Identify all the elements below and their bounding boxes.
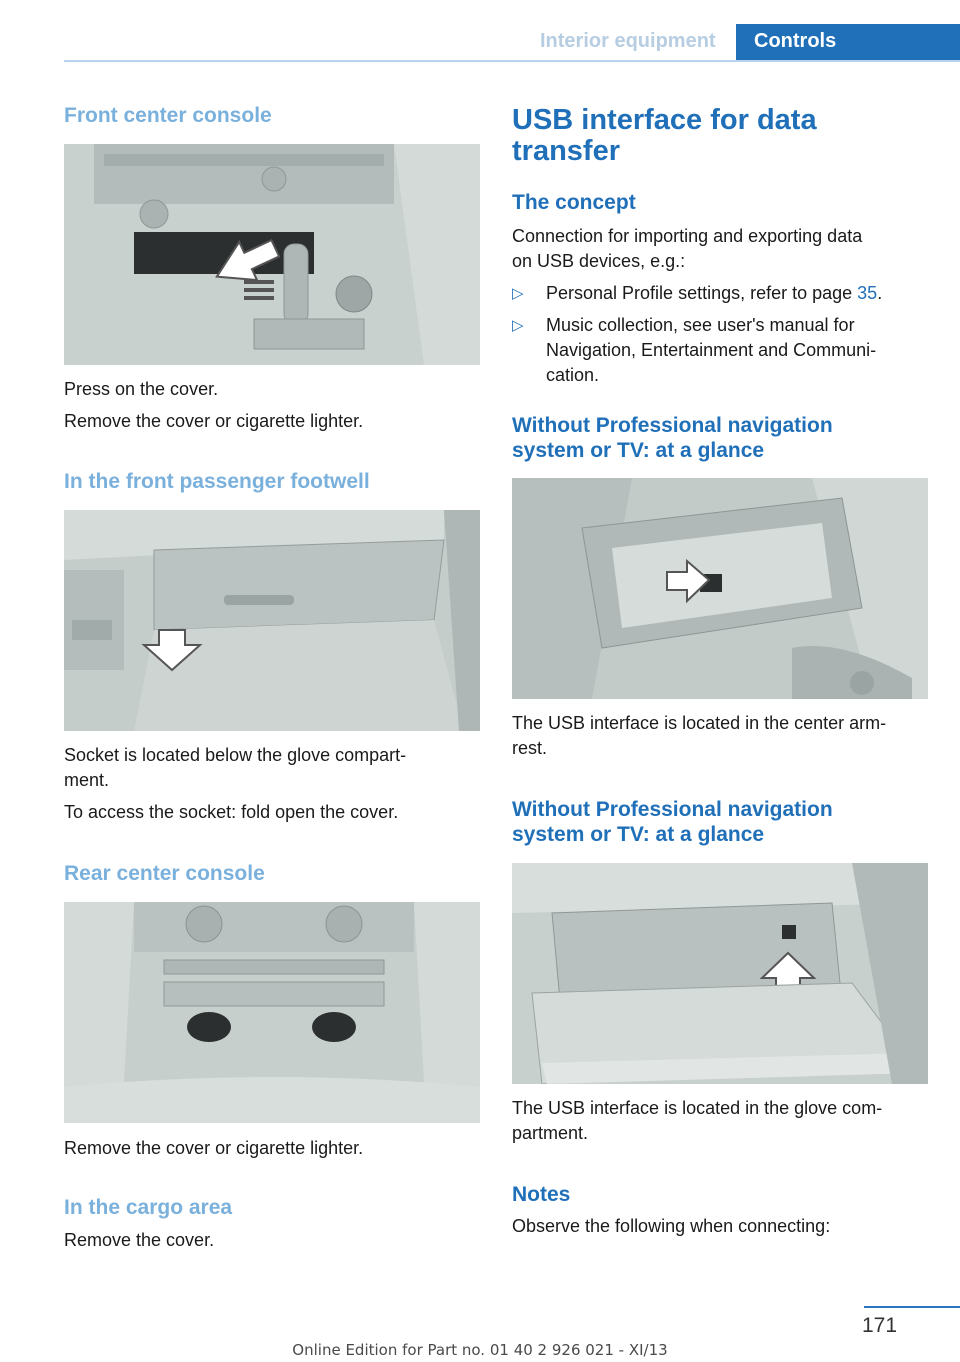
header-section-title: Interior equipment <box>540 30 716 52</box>
front-center-console-image <box>64 144 480 365</box>
passenger-footwell-text-1a: Socket is located below the glove compar… <box>64 745 407 765</box>
glance-1-heading-line-1: Without Professional navigation <box>512 414 833 437</box>
rear-center-console-heading: Rear center console <box>64 862 265 885</box>
concept-text-line-1: Connection for importing and exporting d… <box>512 226 863 246</box>
front-console-text-2: Remove the cover or cigarette lighter. <box>64 411 364 431</box>
glance-2-text-line-2: partment. <box>512 1123 589 1143</box>
notes-text: Observe the following when connecting: <box>512 1216 831 1236</box>
front-console-text-1: Press on the cover. <box>64 379 219 399</box>
page-35-link[interactable]: 35 <box>857 283 878 303</box>
notes-heading: Notes <box>512 1183 571 1206</box>
glance-2-heading-line-2: system or TV: at a glance <box>512 823 765 846</box>
rear-console-text-1: Remove the cover or cigarette lighter. <box>64 1138 364 1158</box>
center-armrest-usb-image <box>512 478 928 699</box>
usb-title-line-1: USB interface for data <box>512 104 817 136</box>
glance-1-text-line-1: The USB interface is located in the cent… <box>512 713 887 733</box>
page-number: 171 <box>862 1314 898 1337</box>
footer-rule <box>864 1306 960 1308</box>
bullet-1-end: . <box>877 283 883 303</box>
header-chapter-tab: Controls <box>736 24 960 62</box>
concept-bullet-2: ▷ Music collection, see user's manual fo… <box>512 313 928 388</box>
concept-heading: The concept <box>512 191 636 214</box>
edition-note: Online Edition for Part no. 01 40 2 926 … <box>292 1341 668 1359</box>
concept-text-line-2: on USB devices, e.g.: <box>512 251 686 271</box>
rear-center-console-image <box>64 902 480 1123</box>
bullet-2-line-3: cation. <box>546 365 600 385</box>
front-center-console-heading: Front center console <box>64 104 272 127</box>
passenger-footwell-heading: In the front passenger footwell <box>64 470 370 493</box>
glance-1-text-line-2: rest. <box>512 738 548 758</box>
bullet-1-text: Personal Profile settings, refer to page <box>546 283 858 303</box>
usb-title-line-2: transfer <box>512 135 620 167</box>
concept-bullet-1: ▷ Personal Profile settings, refer to pa… <box>512 281 928 306</box>
header-rule <box>64 60 960 62</box>
bullet-2-line-2: Navigation, Entertainment and Communi‐ <box>546 340 877 360</box>
bullet-2-line-1: Music collection, see user's manual for <box>546 315 855 335</box>
passenger-footwell-text-1b: ment. <box>64 770 110 790</box>
glove-compartment-usb-image <box>512 863 928 1084</box>
passenger-footwell-image <box>64 510 480 731</box>
cargo-area-heading: In the cargo area <box>64 1196 233 1219</box>
glance-1-heading-line-2: system or TV: at a glance <box>512 439 765 462</box>
bullet-triangle-icon: ▷ <box>512 285 524 302</box>
glance-2-heading-line-1: Without Professional navigation <box>512 798 833 821</box>
cargo-area-text: Remove the cover. <box>64 1230 215 1250</box>
bullet-triangle-icon: ▷ <box>512 317 524 334</box>
glance-2-text-line-1: The USB interface is located in the glov… <box>512 1098 883 1118</box>
passenger-footwell-text-2: To access the socket: fold open the cove… <box>64 802 399 822</box>
